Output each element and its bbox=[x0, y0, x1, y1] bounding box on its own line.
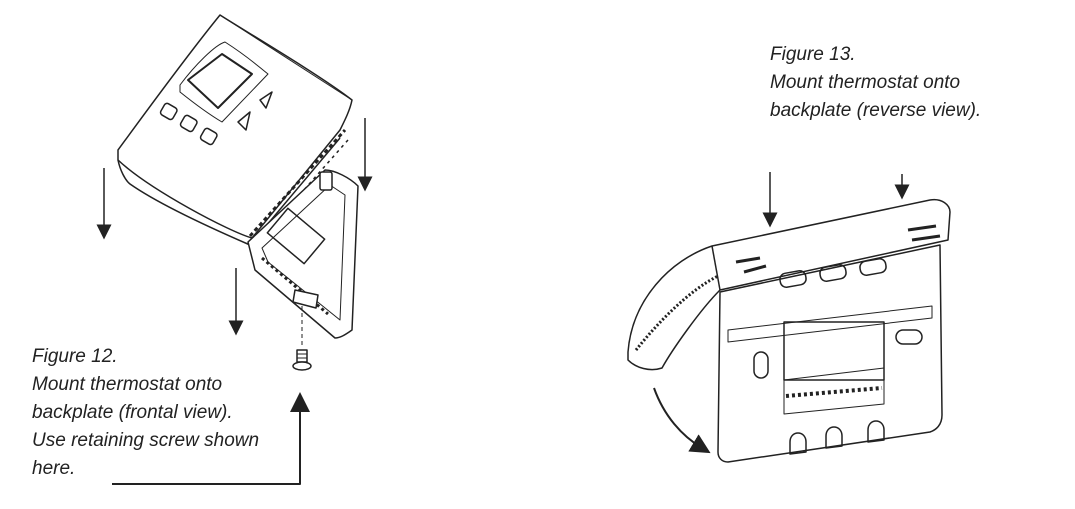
mount-hole-2 bbox=[825, 426, 843, 449]
rotation-arrow bbox=[653, 387, 711, 454]
mount-hole-3 bbox=[867, 420, 885, 443]
backplate-reverse-view bbox=[717, 244, 943, 463]
figure13-caption: Figure 13. Mount thermostat onto backpla… bbox=[770, 41, 981, 125]
figure12-caption-line: Mount thermostat onto bbox=[32, 374, 223, 395]
backplate-hook-2 bbox=[819, 264, 847, 282]
screw-pointer-arrow bbox=[112, 392, 310, 485]
figure13-title: Figure 13. bbox=[770, 44, 856, 65]
backplate-tab bbox=[292, 289, 319, 309]
thermostat-button-1 bbox=[159, 102, 178, 121]
figure12-caption-line: backplate (frontal view). bbox=[32, 402, 233, 423]
figure13-caption-line: Mount thermostat onto bbox=[770, 72, 961, 93]
thermostat-reverse-view bbox=[627, 198, 951, 371]
thermostat-front-view bbox=[117, 14, 353, 246]
mount-hole-1 bbox=[789, 432, 807, 455]
down-triangle-icon bbox=[237, 111, 251, 131]
figure12-illustration bbox=[96, 14, 373, 485]
figure12-caption-line: Use retaining screw shown bbox=[32, 430, 260, 451]
figure13-caption-line: backplate (reverse view). bbox=[770, 100, 982, 121]
thermostat-button-3 bbox=[199, 127, 218, 146]
up-triangle-icon bbox=[259, 91, 273, 109]
thermostat-button-2 bbox=[179, 114, 198, 133]
backplate-front-view bbox=[247, 169, 359, 339]
backplate-hook-3 bbox=[859, 258, 887, 276]
retaining-screw bbox=[292, 306, 312, 371]
figure12-title: Figure 12. bbox=[32, 346, 118, 367]
mount-slot-right bbox=[895, 329, 923, 345]
mount-slot-left bbox=[753, 351, 769, 379]
figure12-caption-line: here. bbox=[32, 458, 76, 479]
figure12-caption: Figure 12. Mount thermostat onto backpla… bbox=[32, 343, 259, 483]
figure13-illustration bbox=[627, 172, 951, 463]
backplate-hook-1 bbox=[779, 270, 807, 288]
